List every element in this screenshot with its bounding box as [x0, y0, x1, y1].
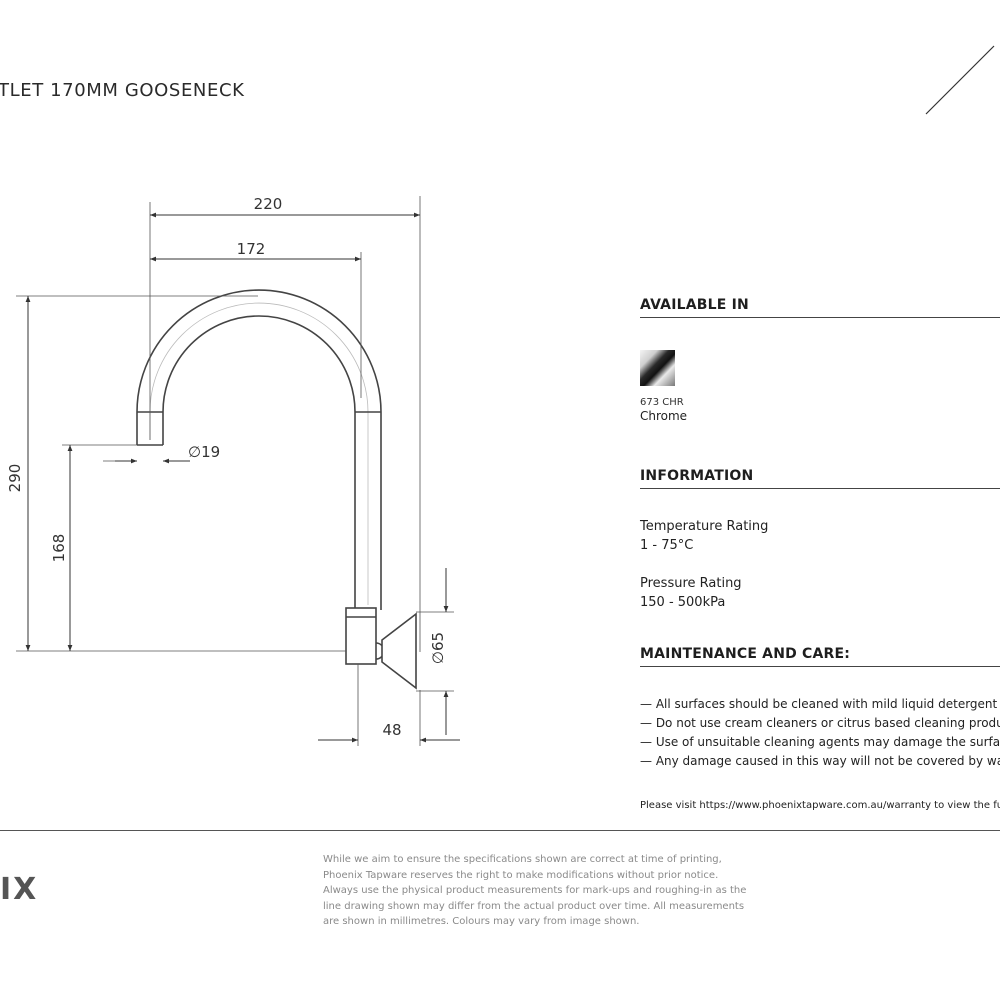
chrome-swatch: [640, 350, 675, 386]
information-heading: INFORMATION: [640, 468, 754, 484]
dim-19-label: ∅19: [188, 443, 220, 461]
dim-290-label: 290: [6, 464, 24, 493]
corner-decoration: [925, 45, 995, 115]
pressure-label: Pressure Rating: [640, 576, 742, 591]
list-item: — Use of unsuitable cleaning agents may …: [640, 735, 1000, 749]
warranty-link-text[interactable]: Please visit https://www.phoenixtapware.…: [640, 800, 1000, 811]
spec-panel: AVAILABLE IN 673 CHR Chrome INFORMATION …: [640, 0, 1000, 830]
spout-outline: [136, 289, 417, 690]
dim-168-label: 168: [50, 534, 68, 563]
maintenance-list: — All surfaces should be cleaned with mi…: [640, 695, 1000, 771]
available-heading: AVAILABLE IN: [640, 297, 749, 313]
divider: [640, 666, 1000, 667]
list-item: — Any damage caused in this way will not…: [640, 754, 1000, 768]
finish-code: 673 CHR: [640, 397, 684, 408]
dim-65-label: ∅65: [429, 632, 447, 664]
list-item: — All surfaces should be cleaned with mi…: [640, 697, 1000, 711]
technical-drawing: 220 172 ∅19 290 168 ∅65 48: [6, 195, 460, 746]
list-item: — Do not use cream cleaners or citrus ba…: [640, 716, 1000, 730]
disclaimer-text: While we aim to ensure the specification…: [323, 854, 747, 927]
finish-name: Chrome: [640, 409, 688, 423]
maintenance-heading: MAINTENANCE AND CARE:: [640, 646, 851, 662]
dim-220-label: 220: [254, 195, 283, 213]
dim-48-label: 48: [382, 721, 401, 739]
dimension-lines: [25, 212, 460, 743]
divider: [640, 317, 1000, 318]
pressure-value: 150 - 500kPa: [640, 595, 726, 610]
footer-divider: [0, 830, 1000, 831]
dim-172-label: 172: [237, 240, 266, 258]
page-title: TLET 170MM GOOSENECK: [0, 80, 245, 101]
temperature-label: Temperature Rating: [640, 519, 769, 534]
temperature-value: 1 - 75°C: [640, 538, 694, 553]
divider: [640, 488, 1000, 489]
brand-logo: IX: [0, 872, 39, 907]
